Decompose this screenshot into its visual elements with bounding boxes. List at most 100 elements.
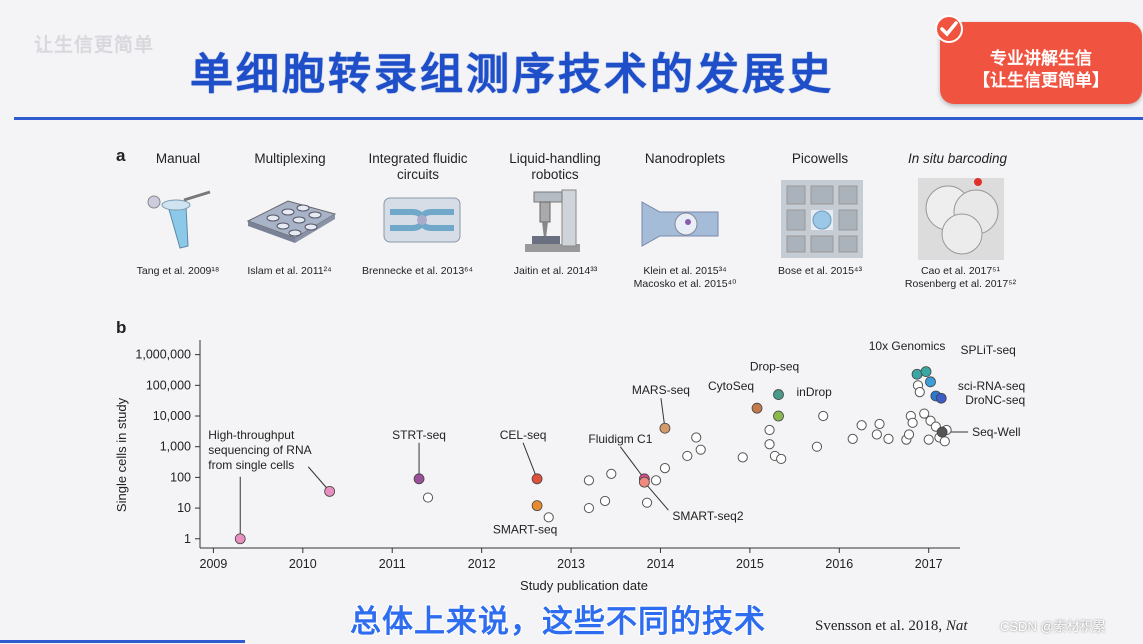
panel-b-label: b: [116, 318, 127, 337]
data-point: [883, 433, 894, 444]
y-tick-label: 100,000: [146, 378, 191, 392]
channel-badge: 专业讲解生信 【让生信更简单】: [935, 15, 1142, 104]
tech-multiplexing-label: Multiplexing: [254, 151, 326, 166]
point-label: sci-RNA-seq: [958, 379, 1025, 393]
y-tick-label: 1,000,000: [135, 348, 191, 362]
data-point: [543, 512, 554, 523]
tech-nanodroplets-label: Nanodroplets: [644, 151, 726, 166]
point-label: 10x Genomics: [869, 339, 946, 353]
cite-robotics: Jaitin et al. 2014³³: [513, 265, 598, 277]
data-point: [847, 433, 858, 444]
point-label: STRT-seq: [392, 428, 446, 442]
leader-line: [307, 466, 331, 492]
multiplexing-plate-icon: [246, 200, 337, 243]
data-point: [818, 410, 829, 422]
leader-line: [643, 481, 669, 511]
tech-manual-label: Manual: [155, 151, 201, 166]
check-icon: [935, 15, 963, 43]
labeled-data-point: [925, 376, 936, 388]
channel-watermark: 让生信更简单: [34, 34, 155, 56]
x-tick-label: 2012: [468, 557, 496, 571]
nanodroplet-icon: [641, 201, 719, 247]
labeled-data-point: [773, 410, 784, 422]
x-tick-label: 2009: [200, 557, 228, 571]
data-point: [923, 434, 934, 445]
labeled-data-point: [773, 389, 784, 400]
video-subtitle: 总体上来说，这些不同的技术: [349, 603, 766, 641]
cite-multiplexing: Islam et al. 2011²⁴: [247, 265, 332, 277]
leader-line: [619, 446, 645, 480]
point-label: SMART-seq2: [672, 509, 743, 523]
cite-manual: Tang et al. 2009¹⁸: [136, 265, 220, 277]
tech-insitu-label: In situ barcoding: [907, 151, 1008, 166]
manual-tube-icon: [147, 190, 211, 249]
cite-nanodroplets-2: Macosko et al. 2015⁴⁰: [633, 278, 737, 290]
x-tick-label: 2016: [825, 557, 853, 571]
data-point: [606, 468, 617, 479]
data-point: [641, 497, 653, 508]
data-point: [659, 463, 671, 474]
cite-picowells: Bose et al. 2015⁴³: [778, 265, 862, 277]
point-label: CEL-seq: [500, 428, 547, 442]
data-point: [919, 408, 930, 419]
fluidic-circuit-icon: [383, 197, 461, 243]
picowell-icon: [781, 180, 863, 258]
data-point: [871, 429, 882, 440]
x-tick-label: 2013: [557, 557, 585, 571]
x-tick-label: 2017: [915, 557, 943, 571]
point-label-line: sequencing of RNA: [208, 443, 311, 457]
labeled-data-point: [234, 533, 246, 545]
data-point: [856, 420, 867, 431]
cite-ifc: Brennecke et al. 2013⁶⁴: [362, 265, 473, 277]
y-tick-label: 10: [177, 501, 191, 515]
data-point: [583, 475, 595, 486]
point-label-line: High-throughput: [208, 428, 295, 442]
data-point: [691, 432, 702, 443]
tech-picowells-label: Picowells: [791, 151, 849, 166]
point-label: DroNC-seq: [965, 393, 1025, 407]
point-label: Seq-Well: [972, 425, 1020, 439]
labeled-data-point: [911, 368, 923, 380]
data-point: [939, 436, 950, 447]
chart-points: [234, 366, 952, 545]
point-label: Drop-seq: [750, 360, 799, 374]
y-tick-label: 1: [184, 532, 191, 546]
point-label-line: from single cells: [208, 458, 294, 472]
x-tick-label: 2015: [736, 557, 764, 571]
point-label: MARS-seq: [632, 383, 690, 397]
labeled-data-point: [638, 476, 650, 488]
data-point: [903, 429, 915, 440]
point-label: Fluidigm C1: [588, 432, 652, 446]
point-label: SPLiT-seq: [960, 343, 1015, 357]
data-point: [914, 387, 925, 398]
data-point: [422, 492, 434, 503]
badge-line-1: 专业讲解生信: [990, 49, 1092, 69]
labeled-data-point: [751, 402, 763, 414]
y-tick-label: 100: [170, 470, 191, 484]
tech-ifc-label: Integrated fluidic circuits: [368, 151, 468, 182]
leader-line: [522, 442, 538, 479]
data-point: [764, 439, 775, 450]
data-point: [907, 417, 918, 428]
x-axis-label: Study publication date: [520, 578, 648, 593]
data-point: [682, 450, 693, 462]
csdn-watermark: CSDN @素材积累: [1000, 619, 1106, 634]
page-title: 单细胞转录组测序技术的发展史: [190, 50, 834, 100]
header-divider: [14, 117, 1143, 120]
panel-a-label: a: [116, 146, 126, 165]
data-point: [650, 475, 662, 486]
labeled-data-point: [659, 422, 671, 434]
footer-divider: [0, 640, 245, 643]
data-point: [874, 418, 885, 430]
cite-nanodroplets-1: Klein et al. 2015³⁴: [643, 265, 727, 277]
data-point: [695, 444, 706, 455]
y-axis-label: Single cells in study: [114, 397, 129, 512]
y-tick-label: 10,000: [153, 409, 191, 423]
data-point: [583, 502, 595, 514]
labeled-data-point: [413, 473, 425, 485]
data-point: [599, 495, 611, 507]
point-label: CytoSeq: [708, 379, 754, 393]
labeled-data-point: [531, 473, 543, 485]
cite-insitu-1: Cao et al. 2017⁵¹: [920, 265, 1001, 277]
